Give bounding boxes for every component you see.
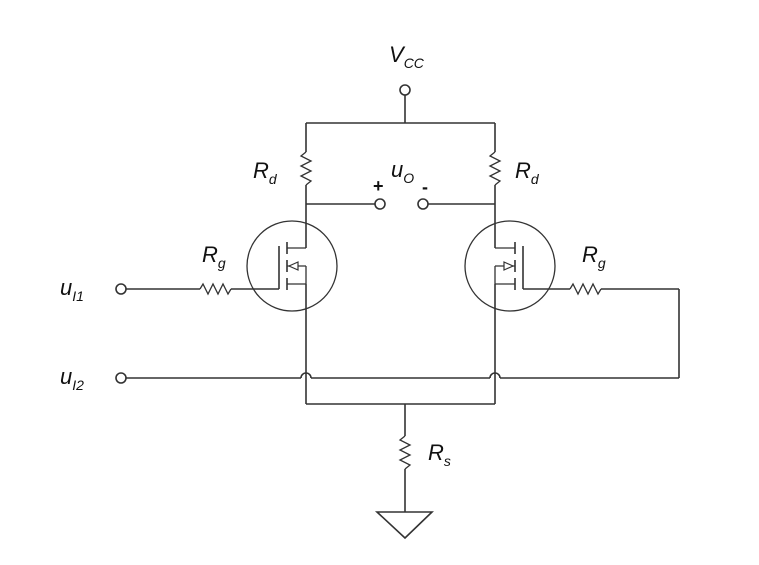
output-plus-sign: +	[373, 176, 384, 196]
mosfet-left-arrow	[287, 261, 299, 271]
mosfet-right-envelope	[464, 220, 556, 312]
source-rail	[306, 403, 495, 436]
rd-right-resistor	[488, 123, 502, 204]
rs-zigzag	[398, 435, 412, 470]
rd-left-label: Rd	[253, 158, 278, 187]
rg-left-zigzag	[199, 282, 232, 296]
ground-icon	[374, 511, 434, 540]
uo-label: uO	[391, 157, 414, 186]
input-1-branch	[115, 282, 280, 296]
rg-right-label: Rg	[582, 242, 606, 271]
rd-left-zigzag	[299, 151, 313, 186]
rg-left-label: Rg	[202, 242, 226, 271]
output-plus-terminal	[374, 198, 386, 210]
output-minus-terminal	[417, 198, 429, 210]
crossover-left	[300, 372, 312, 379]
mosfet-right	[464, 204, 556, 404]
input-2-line	[115, 372, 679, 384]
mosfet-right-arrow	[503, 261, 515, 271]
vcc-node	[306, 84, 495, 124]
ui2-label: uI2	[60, 364, 84, 393]
rg-right-branch	[522, 282, 680, 378]
ui1-terminal	[115, 283, 127, 295]
rd-left-resistor	[299, 123, 313, 204]
rd-right-zigzag	[488, 151, 502, 186]
rg-right-zigzag	[569, 282, 602, 296]
vcc-label: VCC	[389, 42, 425, 71]
rs-label: Rs	[428, 440, 451, 469]
rd-right-label: Rd	[515, 158, 540, 187]
mosfet-left	[246, 204, 338, 404]
mosfet-left-envelope	[246, 220, 338, 312]
rs-resistor	[398, 435, 412, 512]
crossover-right	[489, 372, 501, 379]
ui1-label: uI1	[60, 275, 84, 304]
output-terminals	[306, 198, 495, 210]
vcc-terminal	[399, 84, 411, 96]
ui2-terminal	[115, 372, 127, 384]
output-minus-sign: -	[422, 177, 428, 197]
